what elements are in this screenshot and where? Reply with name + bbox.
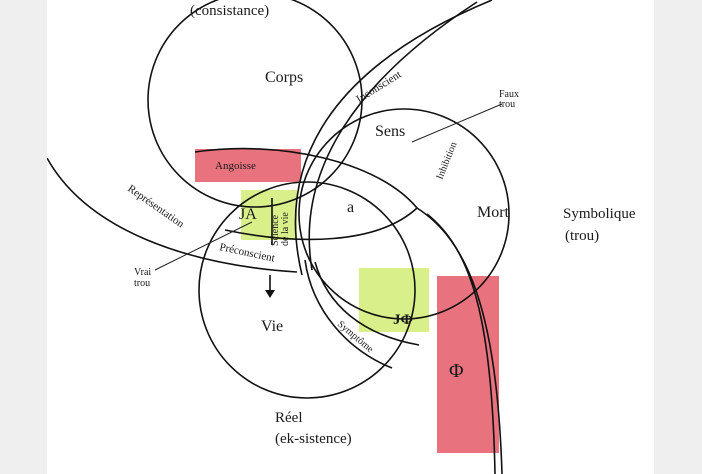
inner-arc-top bbox=[308, 1, 478, 271]
trou-label: (trou) bbox=[565, 228, 599, 244]
symptome-lines-2 bbox=[314, 261, 420, 346]
phi-arc bbox=[416, 207, 503, 474]
phi-label: Φ bbox=[449, 360, 464, 382]
consistance-label: (consistance) bbox=[190, 3, 269, 19]
faux-trou-pointer bbox=[411, 103, 503, 143]
borromean-diagram: (consistance) Corps Inconscient Faux tro… bbox=[47, 0, 636, 474]
a-label: a bbox=[347, 199, 354, 216]
symbolique-label: Symbolique bbox=[563, 206, 636, 222]
corps-label: Corps bbox=[265, 69, 303, 86]
jphi-highlight bbox=[359, 268, 429, 332]
lens-bottom bbox=[224, 207, 418, 241]
mort-label: Mort bbox=[477, 204, 510, 221]
ek-sistence-label: (ek-sistence) bbox=[275, 431, 352, 447]
corps-circle bbox=[147, 0, 363, 208]
symbolique-circle bbox=[298, 108, 510, 320]
ja-label: JA bbox=[239, 206, 257, 223]
angoisse-highlight bbox=[195, 149, 301, 182]
phi-highlight bbox=[437, 276, 499, 453]
vie-label: Vie bbox=[261, 318, 283, 335]
lens-top bbox=[194, 147, 418, 209]
inhibition-label: Inhibition bbox=[435, 140, 460, 181]
representation-label: Représentation bbox=[125, 183, 186, 231]
vrai-trou-label-2: trou bbox=[134, 278, 150, 289]
angoisse-label: Angoisse bbox=[215, 160, 256, 172]
down-arrow-icon bbox=[265, 290, 275, 298]
faux-trou-label-2: trou bbox=[499, 99, 515, 110]
science-label-1: Science bbox=[270, 214, 281, 246]
reel-circle bbox=[198, 181, 416, 399]
symptome-lines bbox=[304, 259, 393, 369]
inconscient-arc bbox=[47, 157, 298, 273]
preconscient-label: Préconscient bbox=[218, 241, 275, 264]
sens-label: Sens bbox=[375, 123, 405, 140]
phi-arc-inner bbox=[426, 213, 496, 474]
jphi-label: JΦ bbox=[393, 312, 413, 328]
vrai-trou-pointer bbox=[154, 221, 253, 271]
outer-arc-top bbox=[294, 0, 493, 276]
borromean-diagram-canvas: (consistance) Corps Inconscient Faux tro… bbox=[47, 0, 654, 474]
vrai-trou-label-1: Vrai bbox=[134, 267, 151, 278]
faux-trou-label-1: Faux bbox=[499, 89, 519, 100]
science-label-2: de la vie bbox=[280, 212, 291, 246]
reel-label: Réel bbox=[275, 410, 303, 426]
